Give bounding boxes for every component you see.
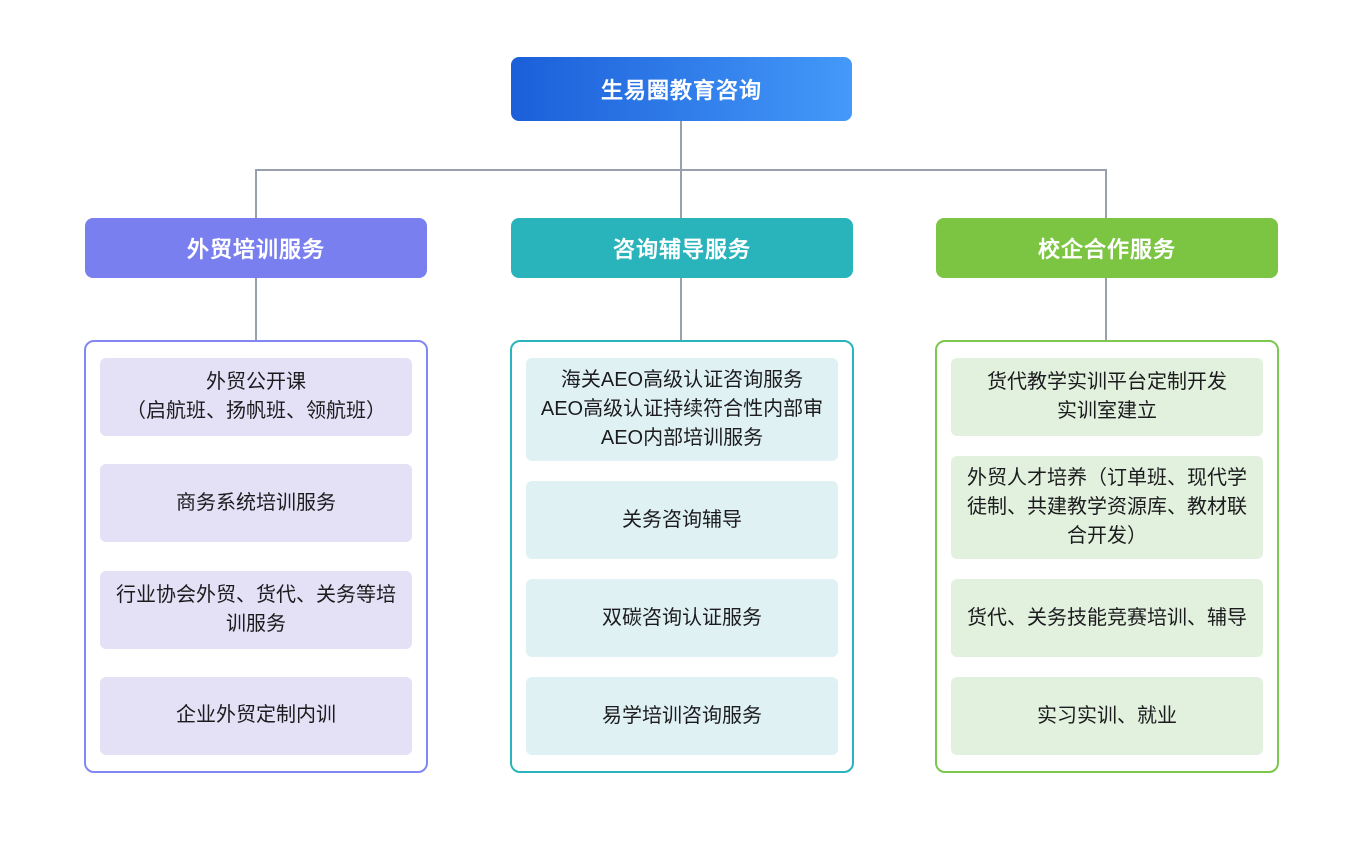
connector-left-header-to-group <box>255 278 257 340</box>
branch-group-trade-training: 外贸公开课 （启航班、扬帆班、领航班） 商务系统培训服务 行业协会外贸、货代、关… <box>84 340 428 773</box>
branch-header-label: 校企合作服务 <box>1037 237 1176 262</box>
connector-drop-mid-branch <box>680 169 682 218</box>
leaf-node: 外贸人才培养（订单班、现代学徒制、共建教学资源库、教材联合开发） <box>951 456 1263 559</box>
leaf-node: 易学培训咨询服务 <box>526 677 838 755</box>
connector-drop-right-branch <box>1105 169 1107 218</box>
connector-right-header-to-group <box>1105 278 1107 340</box>
leaf-node: 行业协会外贸、货代、关务等培训服务 <box>100 570 412 649</box>
root-node-label: 生易圈教育咨询 <box>600 78 762 103</box>
branch-header-label: 外贸培训服务 <box>186 237 325 262</box>
leaf-node: 货代教学实训平台定制开发 实训室建立 <box>951 358 1263 436</box>
branch-header-trade-training: 外贸培训服务 <box>85 218 427 278</box>
leaf-node: 海关AEO高级认证咨询服务 AEO高级认证持续符合性内部审 AEO内部培训服务 <box>526 358 838 461</box>
branch-header-school-enterprise: 校企合作服务 <box>936 218 1278 278</box>
leaf-node: 货代、关务技能竞赛培训、辅导 <box>951 579 1263 657</box>
branch-header-label: 咨询辅导服务 <box>612 237 751 262</box>
branch-group-school-enterprise: 货代教学实训平台定制开发 实训室建立 外贸人才培养（订单班、现代学徒制、共建教学… <box>935 340 1279 773</box>
leaf-node: 关务咨询辅导 <box>526 481 838 559</box>
leaf-node: 实习实训、就业 <box>951 677 1263 755</box>
leaf-node: 商务系统培训服务 <box>100 464 412 543</box>
leaf-node: 双碳咨询认证服务 <box>526 579 838 657</box>
connector-root-drop <box>680 121 682 171</box>
leaf-node: 企业外贸定制内训 <box>100 676 412 755</box>
root-node: 生易圈教育咨询 <box>511 57 852 121</box>
leaf-node: 外贸公开课 （启航班、扬帆班、领航班） <box>100 358 412 436</box>
connector-drop-left-branch <box>255 169 257 218</box>
branch-group-consulting-coaching: 海关AEO高级认证咨询服务 AEO高级认证持续符合性内部审 AEO内部培训服务 … <box>510 340 854 773</box>
branch-header-consulting-coaching: 咨询辅导服务 <box>511 218 853 278</box>
connector-mid-header-to-group <box>680 278 682 340</box>
